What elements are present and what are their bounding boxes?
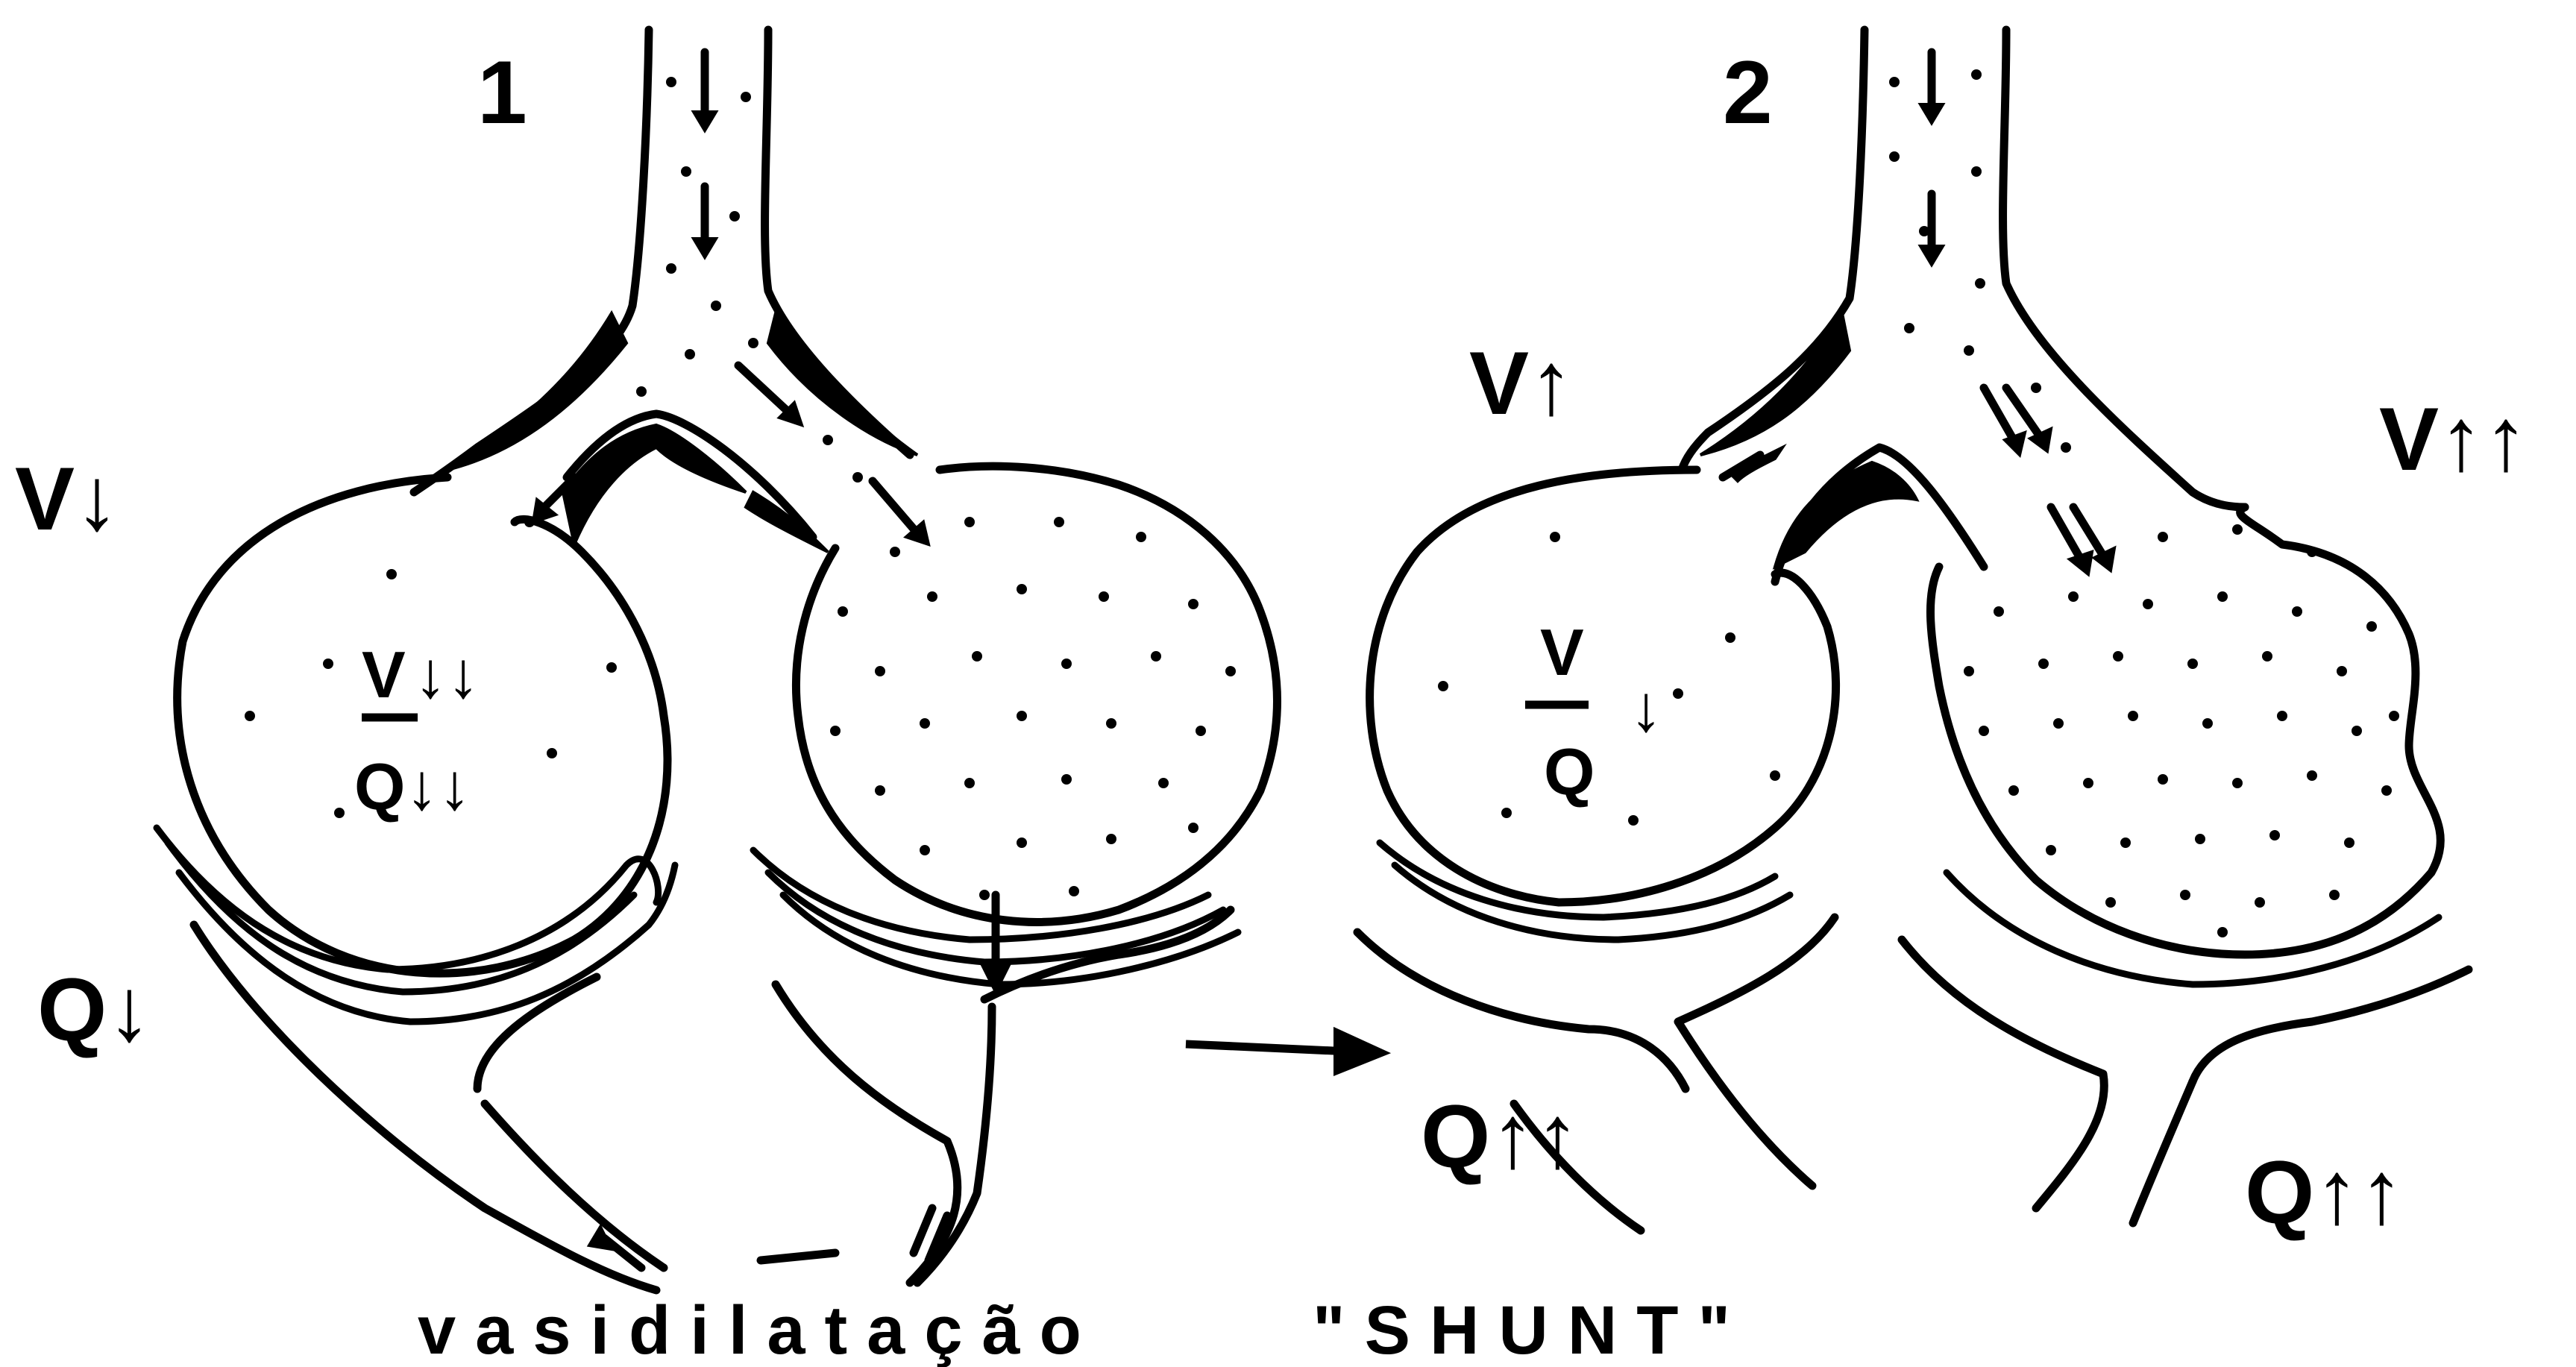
panel-2-capillary-vessel bbox=[1902, 940, 2104, 1208]
svg-text:V: V bbox=[1540, 615, 1584, 689]
panel-2: 2 V↑ V↑↑ Q↑↑ Q↑↑ V ↓ Q "SHUNT" bbox=[1313, 30, 2528, 1367]
panel-2-alveolus-left-dots bbox=[1438, 532, 1780, 826]
panel-2-vq-ratio: V ↓ Q bbox=[1525, 615, 1662, 808]
panel-1-smooth-muscle-right bbox=[768, 313, 917, 455]
panel-1-capillary bbox=[157, 828, 659, 970]
panel-2-capillary-vessel bbox=[2133, 1081, 2193, 1223]
panel-2-ventilation-left-label: V↑ bbox=[1469, 333, 1574, 433]
panel-1-capillary-vessel bbox=[477, 977, 597, 1089]
panel-2-capillary-vessel bbox=[2193, 970, 2469, 1081]
svg-text:Q↓↓: Q↓↓ bbox=[354, 750, 471, 823]
panel-2-ventilation-right-label: V↑↑ bbox=[2379, 389, 2528, 489]
panel-2-number: 2 bbox=[1723, 43, 1773, 142]
panel-2-capillary-vessel bbox=[1357, 932, 1686, 1089]
panel-1-caption: vasidilatação bbox=[418, 1292, 1101, 1367]
svg-text:Q: Q bbox=[1544, 735, 1595, 808]
panel-1-ventilation-label: V↓ bbox=[15, 449, 119, 549]
svg-text:V: V bbox=[362, 638, 406, 711]
panel-1-perfusion-label: Q↓ bbox=[37, 960, 151, 1060]
panel-1-airflow-arrows bbox=[533, 52, 1011, 1268]
panel-1-number: 1 bbox=[477, 43, 527, 142]
panel-2-alveolus-right bbox=[1930, 507, 2440, 955]
svg-text:↓↓: ↓↓ bbox=[414, 638, 480, 711]
panel-2-perfusion-left-label: Q↑↑ bbox=[1421, 1087, 1580, 1187]
svg-text:↓: ↓ bbox=[1630, 671, 1662, 745]
panel-2-airflow-arrows bbox=[1723, 52, 2114, 574]
panel-2-air-dots bbox=[1889, 69, 2071, 453]
panel-1-capillary-vessel bbox=[485, 1104, 664, 1268]
panel-1-alveolus-right bbox=[796, 466, 1277, 922]
panel-2-capillary-vessel bbox=[1678, 917, 1835, 1186]
panel-2-perfusion-right-label: Q↑↑ bbox=[2245, 1143, 2404, 1242]
transition-arrow bbox=[1186, 1029, 1387, 1074]
panel-1-alveolus-right-dots bbox=[830, 517, 1236, 900]
panel-2-smooth-muscle-inner bbox=[1775, 462, 1917, 567]
panel-1-capillary-vessel bbox=[917, 1007, 992, 1283]
panel-1-capillary-vessel bbox=[776, 984, 958, 1283]
panel-1-vq-ratio: V ↓↓ Q↓↓ bbox=[354, 638, 480, 823]
panel-1: 1 V↓ Q↓ V ↓↓ Q↓↓ vasidilatação bbox=[15, 30, 1278, 1367]
panel-2-caption: "SHUNT" bbox=[1313, 1292, 1750, 1367]
